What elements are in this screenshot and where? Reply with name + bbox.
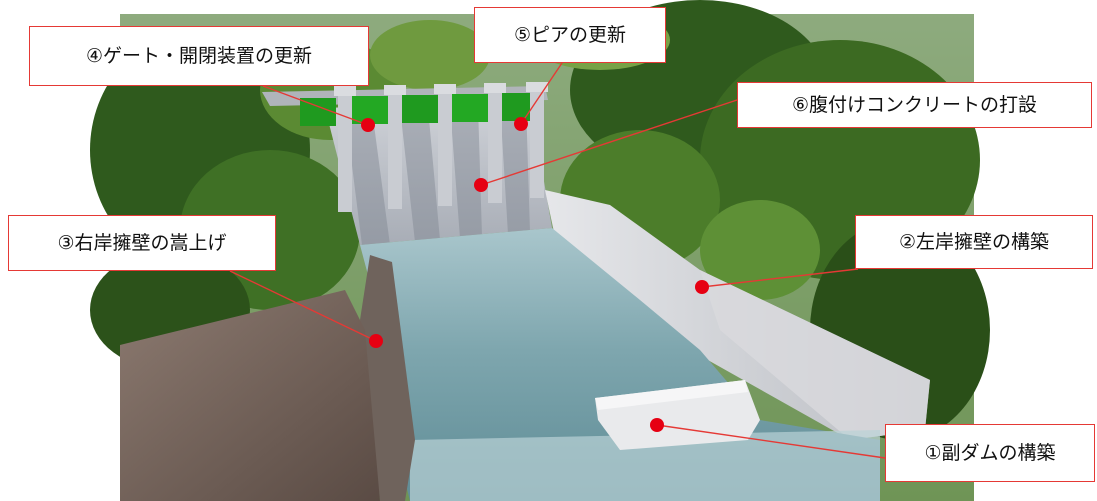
marker-right-bank — [369, 334, 383, 348]
leader-line-right-bank — [229, 270, 377, 342]
leader-line-gate — [262, 85, 369, 126]
callout-sub-dam-construction-text: ①副ダムの構築 — [924, 441, 1056, 464]
marker-sub-dam — [650, 418, 664, 432]
marker-concrete — [474, 178, 488, 192]
callout-pier-renewal-text: ⑤ピアの更新 — [513, 23, 627, 46]
marker-pier — [514, 117, 528, 131]
leader-line-pier — [520, 62, 563, 125]
leader-line-concrete — [480, 99, 738, 186]
marker-left-bank — [695, 280, 709, 294]
leader-lines — [229, 62, 886, 459]
piers — [334, 82, 548, 212]
leader-line-sub-dam — [656, 424, 886, 459]
rock-slope — [120, 290, 380, 501]
callout-gate-renewal: ④ゲート・開閉装置の更新 — [29, 26, 369, 86]
callout-concrete-placement-text: ⑥腹付けコンクリートの打設 — [791, 93, 1038, 116]
callout-sub-dam-construction: ①副ダムの構築 — [885, 424, 1095, 482]
callout-pier-renewal: ⑤ピアの更新 — [474, 7, 666, 63]
markers — [361, 117, 709, 432]
marker-gate — [361, 118, 375, 132]
callout-right-bank-raising-text: ③右岸擁壁の嵩上げ — [57, 231, 227, 254]
callout-left-bank-construction: ②左岸擁壁の構築 — [855, 215, 1093, 269]
callout-gate-renewal-text: ④ゲート・開閉装置の更新 — [85, 44, 313, 67]
leader-line-left-bank — [701, 268, 859, 288]
callout-right-bank-raising: ③右岸擁壁の嵩上げ — [8, 215, 276, 271]
callout-concrete-placement: ⑥腹付けコンクリートの打設 — [737, 82, 1092, 128]
callout-left-bank-construction-text: ②左岸擁壁の構築 — [898, 230, 1050, 253]
